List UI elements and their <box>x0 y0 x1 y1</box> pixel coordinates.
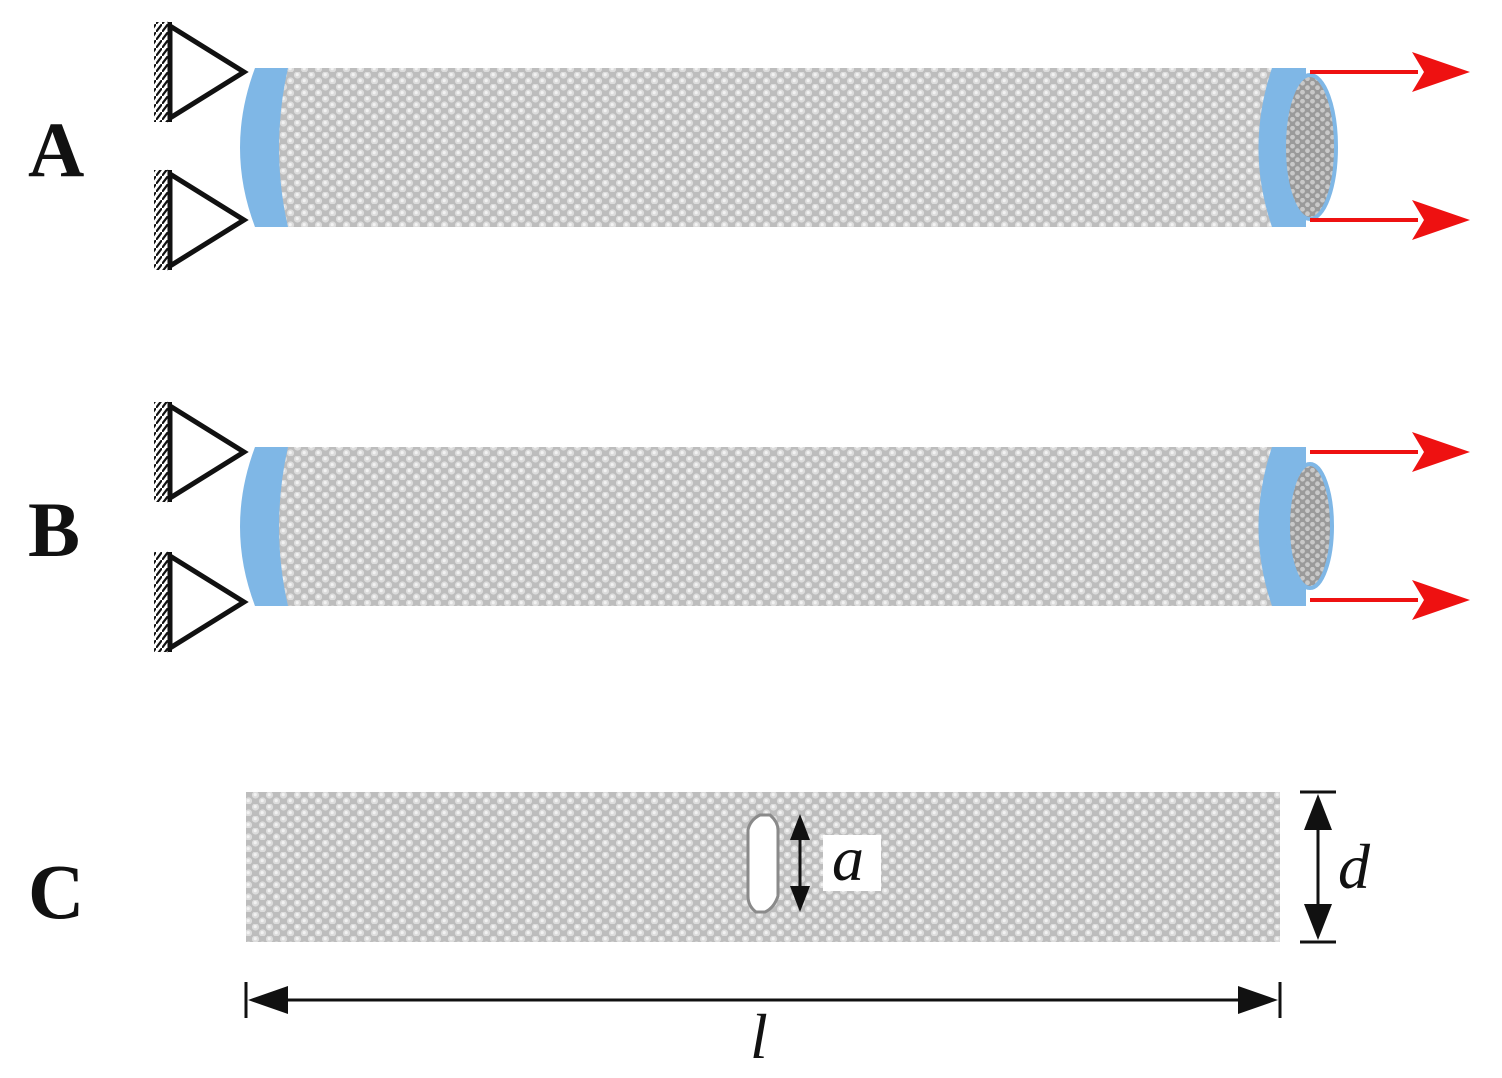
tension-arrow-icon <box>1310 200 1470 240</box>
crack-hole <box>746 813 780 914</box>
left-clamped-ring-b <box>240 447 288 606</box>
tension-loads-a <box>1310 52 1470 240</box>
pin-support-triangle-icon <box>154 551 249 653</box>
panel-label-b: B <box>28 486 80 573</box>
pin-support-triangle-icon <box>154 21 249 123</box>
diameter-dimension: d <box>1300 790 1371 944</box>
panel-c: C a d l <box>28 790 1371 1072</box>
left-clamped-ring-a <box>240 68 288 227</box>
open-end-a <box>1282 73 1338 221</box>
nanotube-c <box>246 792 1280 942</box>
tension-arrow-icon <box>1310 432 1470 472</box>
pin-support-triangle-icon <box>154 169 249 271</box>
tension-loads-b <box>1310 432 1470 620</box>
crack-label-box <box>823 835 881 891</box>
tension-arrow-icon <box>1310 580 1470 620</box>
pin-support-triangle-icon <box>154 401 249 503</box>
tube-body-b <box>268 447 1290 606</box>
left-pin-supports-b <box>154 401 249 653</box>
tube-body-a <box>268 68 1290 227</box>
panel-label-a: A <box>28 106 84 193</box>
diameter-label: d <box>1338 831 1371 902</box>
length-label: l <box>750 1001 768 1072</box>
nanotube-a <box>240 68 1338 227</box>
nanotube-b <box>240 447 1334 606</box>
panel-label-c: C <box>28 848 84 935</box>
panel-b: B <box>28 401 1470 653</box>
tension-arrow-icon <box>1310 52 1470 92</box>
crack-label: a <box>832 823 864 894</box>
length-dimension: l <box>244 982 1282 1072</box>
panel-a: A <box>28 21 1470 271</box>
left-pin-supports-a <box>154 21 249 271</box>
open-end-b <box>1286 462 1334 590</box>
crack-dimension: a <box>790 814 881 912</box>
